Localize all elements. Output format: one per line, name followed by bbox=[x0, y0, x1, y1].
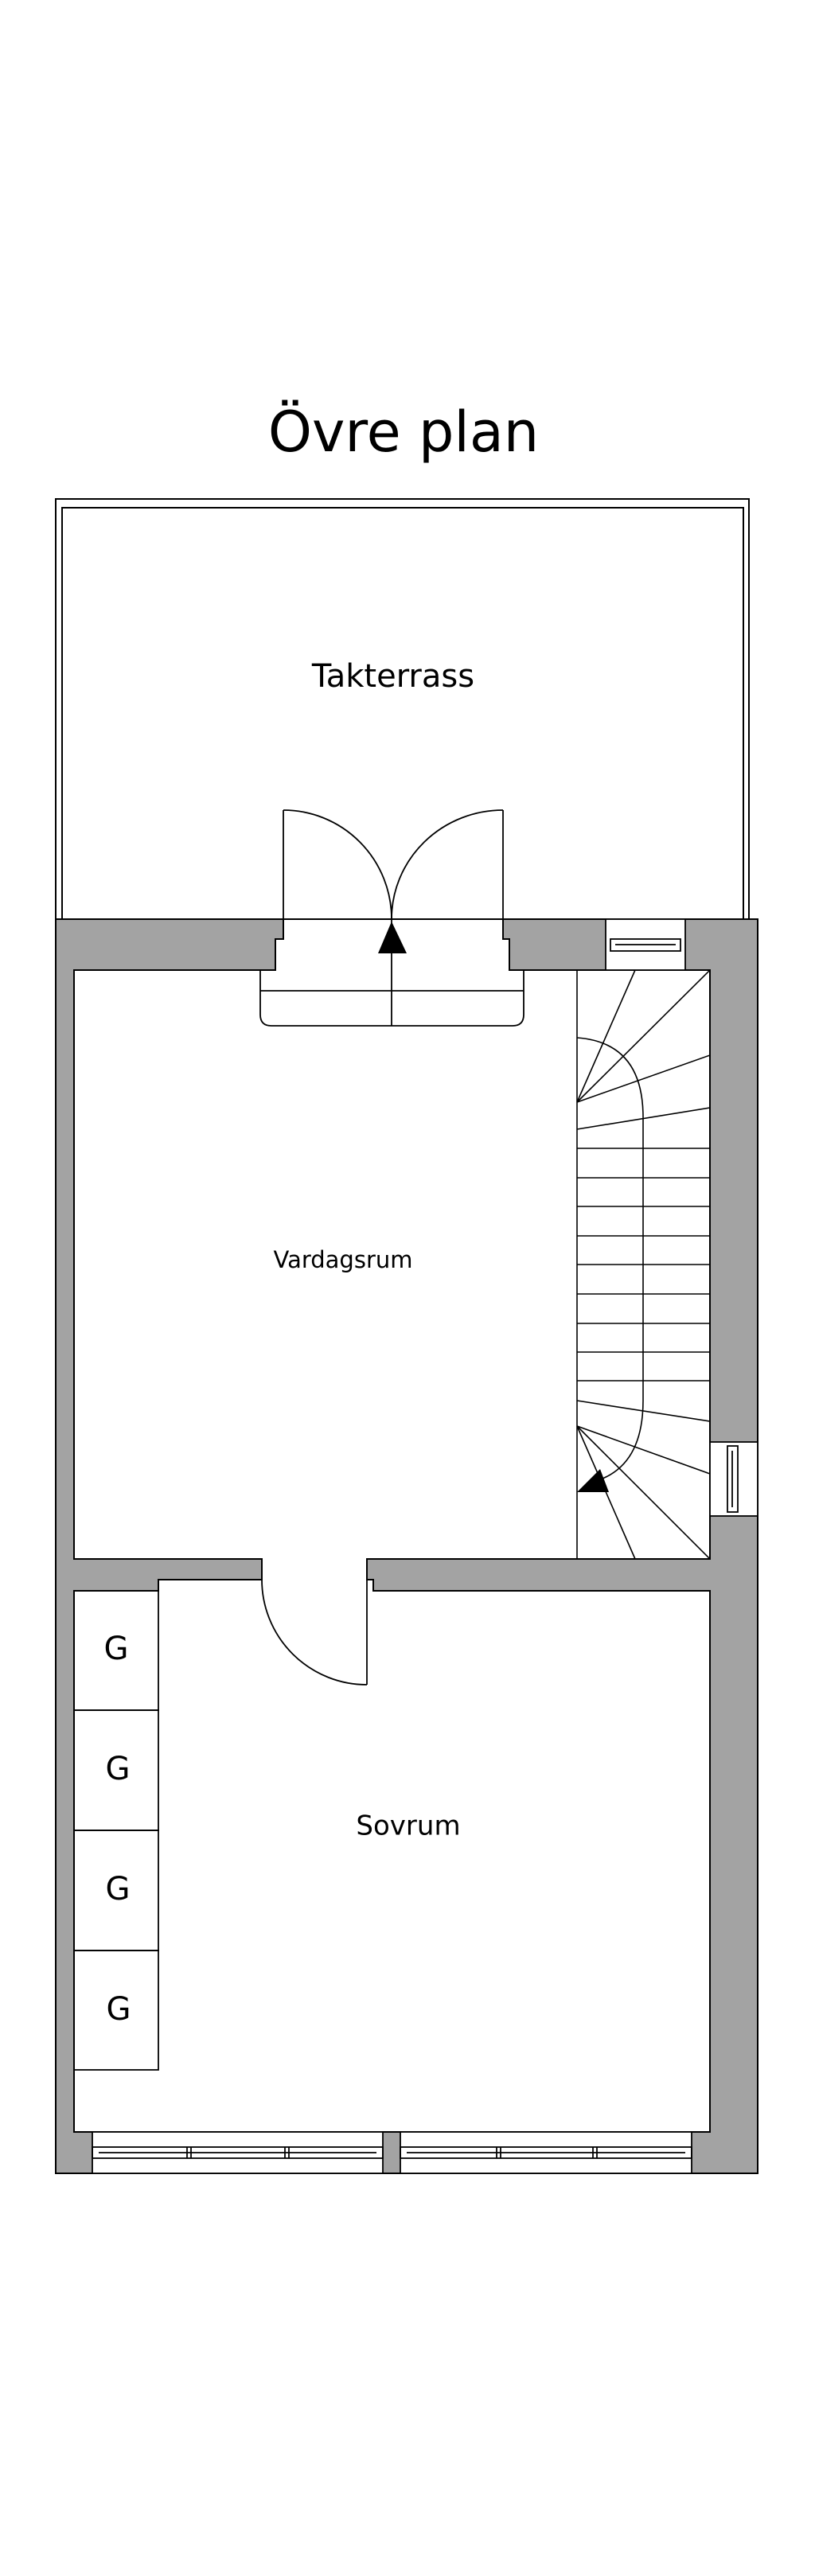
entry-arrow-icon bbox=[378, 922, 407, 953]
closet-label: G bbox=[106, 1751, 131, 1787]
window-stair bbox=[709, 1441, 758, 1517]
closet-label: G bbox=[104, 1631, 129, 1667]
stair-direction-arrow-icon bbox=[577, 1469, 609, 1492]
closet-label: G bbox=[106, 1871, 131, 1908]
walls bbox=[55, 918, 758, 2174]
closet-label: G bbox=[107, 1991, 131, 2028]
room-label-living: Vardagsrum bbox=[273, 1246, 412, 1273]
wardrobes bbox=[73, 1590, 159, 2071]
window-top-right bbox=[605, 918, 686, 971]
bedroom-door bbox=[261, 1579, 368, 1686]
room-label-terrace: Takterrass bbox=[311, 658, 474, 695]
window-bedroom-right bbox=[400, 2131, 692, 2174]
roof-terrace bbox=[55, 498, 750, 920]
staircase bbox=[576, 969, 711, 1560]
terrace-double-door bbox=[283, 809, 504, 939]
room-label-bedroom: Sovrum bbox=[356, 1810, 460, 1842]
plan-title: Övre plan bbox=[268, 399, 539, 465]
window-bedroom-left bbox=[92, 2131, 384, 2174]
